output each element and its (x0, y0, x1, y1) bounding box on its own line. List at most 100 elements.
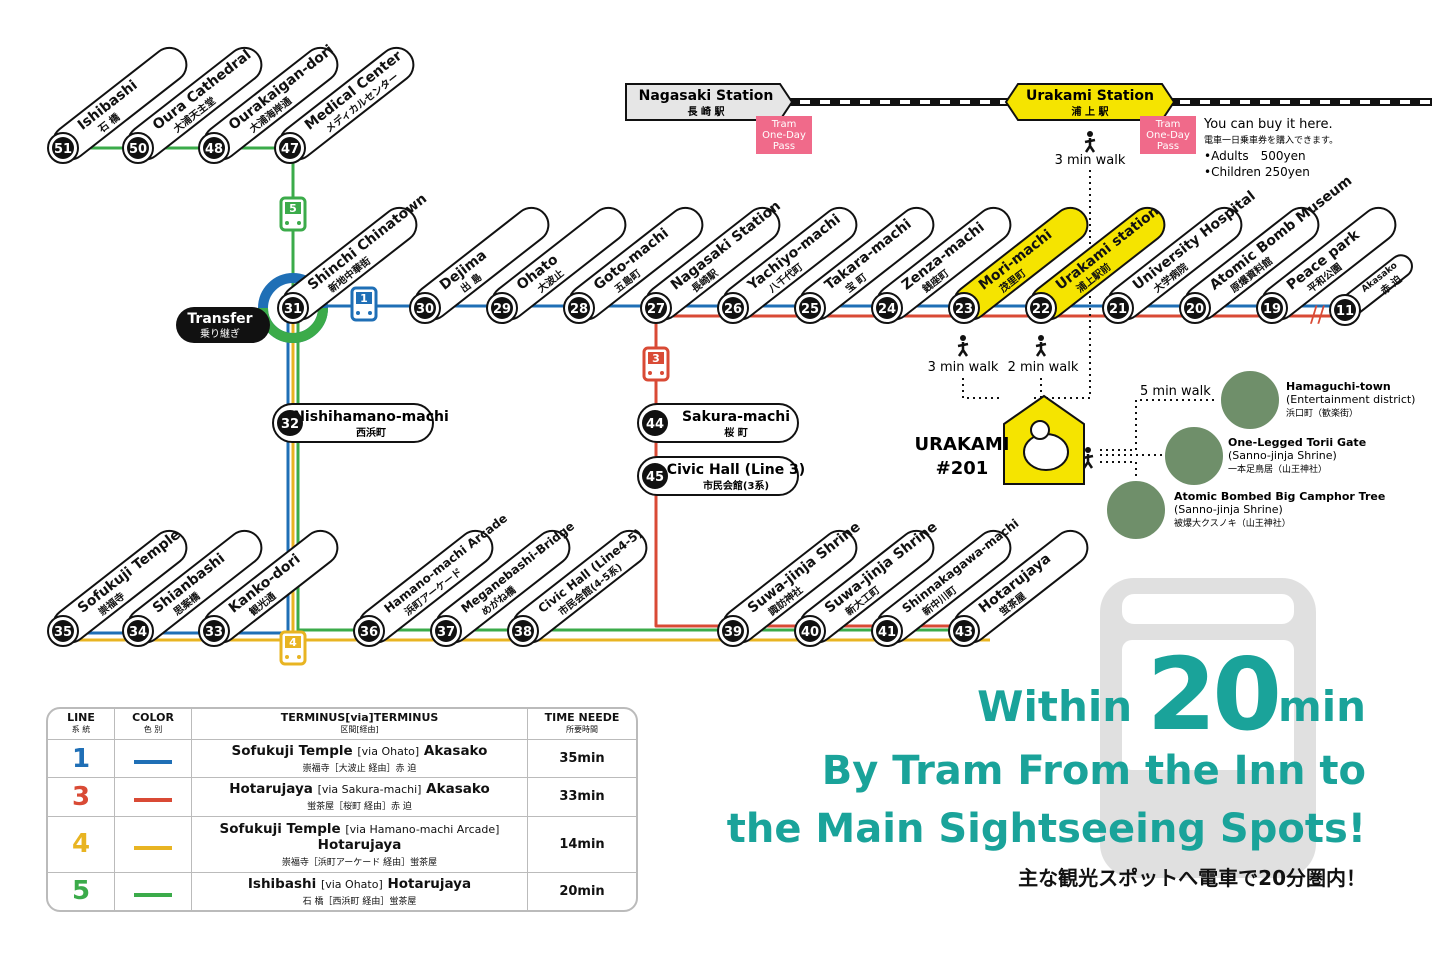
station-dot (953, 297, 975, 319)
row-time: 14min (527, 816, 636, 873)
station-dot (568, 297, 590, 319)
urakami-inn: URAKAMI#201 (915, 394, 1085, 485)
line-badge-number: 3 (652, 352, 660, 365)
station-dot (52, 137, 74, 159)
station-dot (203, 620, 225, 642)
station-dot (127, 620, 149, 642)
pass-text: One-Day (1146, 130, 1190, 141)
station-number: 32 (281, 417, 299, 432)
station-name-jp: 西浜町 (356, 426, 386, 439)
station-number: 47 (281, 142, 299, 157)
station-dot (512, 620, 534, 642)
spot-name-en: Hamaguchi-town (1286, 380, 1391, 393)
station-dot (1261, 297, 1283, 319)
row-line-number: 1 (48, 739, 115, 779)
station-number: 51 (54, 142, 72, 157)
walk-path-mori (962, 378, 1000, 399)
buy-title: You can buy it here. (1203, 117, 1333, 132)
station-name-jp: 桜 町 (724, 426, 747, 439)
pass-text: Pass (1157, 141, 1179, 152)
spot-name-en: One-Legged Torii Gate (1228, 436, 1366, 449)
station-dot (491, 297, 513, 319)
station-dot (722, 297, 744, 319)
spot-photo (1163, 425, 1225, 487)
transfer-en: Transfer (187, 311, 252, 327)
headline-min: min (1277, 682, 1366, 731)
spot-name-en: Atomic Bombed Big Camphor Tree (1174, 490, 1385, 503)
row-line-number: 3 (48, 777, 115, 817)
headline-line3: the Main Sightseeing Spots! (726, 806, 1366, 852)
station-dot (799, 297, 821, 319)
station-dot (127, 137, 149, 159)
headline-within: Within (977, 682, 1133, 731)
station-number: 11 (1336, 304, 1354, 319)
station-45: Civic Hall (Line 3)市民会館(3系) 45 (637, 456, 805, 496)
walk-path-station (1030, 170, 1091, 399)
station-number: 45 (646, 470, 664, 485)
row-time: 20min (559, 883, 605, 899)
row-time: 33min (527, 777, 636, 817)
station-number: 25 (801, 302, 819, 317)
headline-twenty: 20 (1146, 636, 1282, 753)
row-color-swatch (114, 777, 192, 817)
station-number: 35 (54, 625, 72, 640)
station-number: 33 (205, 625, 223, 640)
map-extras: URAKAMI#201 Hamaguchi-town(Entertainment … (915, 369, 1415, 878)
station-dot (1184, 297, 1206, 319)
station-dot (645, 297, 667, 319)
headline-jp: 主な観光スポットへ電車で20分圏内！ (1018, 866, 1366, 890)
station-dot (435, 620, 457, 642)
station-dot (799, 620, 821, 642)
row-route: Sofukuji Temple [via Hamano-machi Arcade… (191, 816, 528, 873)
row-color-swatch (114, 872, 192, 910)
tram-watermark-icon (1100, 578, 1316, 878)
spot-name-jp: 一本足鳥居（山王神社） (1228, 463, 1327, 475)
station-number: 41 (878, 625, 896, 640)
station-number: 44 (646, 417, 664, 432)
jr-urakami-en: Urakami Station (1026, 88, 1154, 104)
station-number: 50 (129, 142, 147, 157)
station-dot (414, 297, 436, 319)
headline-line2: By Tram From the Inn to (821, 748, 1366, 794)
line-badge-5-tram-icon: 5 (279, 196, 307, 232)
inn-name: URAKAMI (915, 434, 1010, 455)
line-badge-4-tram-icon: 4 (279, 630, 307, 666)
station-number: 21 (1109, 302, 1127, 317)
station-number: 26 (724, 302, 742, 317)
line-badge-number: 4 (289, 636, 297, 649)
pass-text: Pass (773, 141, 795, 152)
station-dot (358, 620, 380, 642)
station-number: 40 (801, 625, 819, 640)
row-color-swatch (114, 739, 192, 779)
pass-text: One-Day (762, 130, 806, 141)
station-dot (52, 620, 74, 642)
walk-path-spot1 (1100, 399, 1218, 451)
station-number: 37 (437, 625, 455, 640)
station-number: 29 (493, 302, 511, 317)
station-dot (1107, 297, 1129, 319)
station-number: 19 (1263, 302, 1281, 317)
row-line-number: 4 (48, 816, 115, 873)
spot-1: Hamaguchi-town(Entertainment district)浜口… (1219, 369, 1415, 431)
station-number: 24 (878, 302, 896, 317)
station-number: 28 (570, 302, 588, 317)
station-dot (279, 137, 301, 159)
row-time: 35min (527, 739, 636, 779)
station-name-jp: 市民会館(3系) (703, 479, 769, 492)
station-name-en: Civic Hall (Line 3) (667, 462, 805, 478)
station-number: 39 (724, 625, 742, 640)
station-number: 30 (416, 302, 434, 317)
station-dot (277, 410, 303, 436)
